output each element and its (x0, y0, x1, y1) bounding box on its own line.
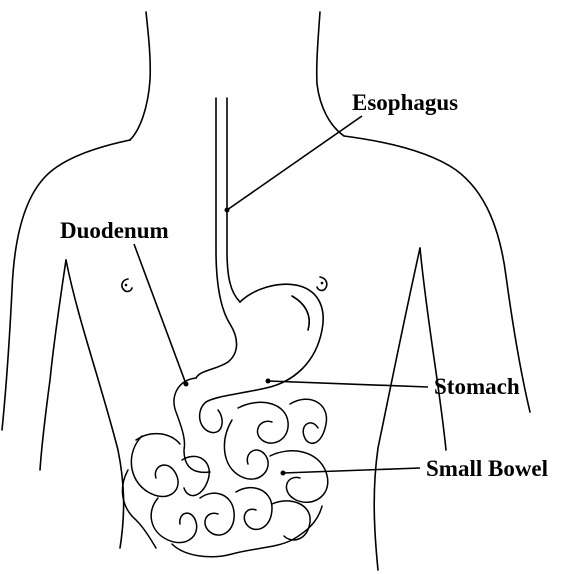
right-shoulder-arm (344, 136, 530, 412)
left-nipple-dot (125, 284, 128, 287)
neck-right-line (317, 12, 344, 136)
bowel-coil-4 (270, 451, 328, 502)
left-inner-arm (40, 260, 66, 470)
stomach-fold (292, 296, 309, 330)
duodenum-leader-line (134, 244, 186, 384)
small-bowel-leader-dot (281, 471, 286, 476)
small-bowel-label: Small Bowel (426, 456, 548, 481)
stomach-leader-dot (266, 379, 271, 384)
upper-gi-tract (174, 98, 323, 472)
bowel-coil-5 (131, 436, 178, 497)
stomach-outline (206, 284, 323, 402)
bowel-coil-2 (290, 399, 327, 443)
small-bowel (122, 399, 327, 557)
stomach-label: Stomach (434, 374, 520, 399)
bowel-coil-3 (224, 420, 268, 479)
duodenum-leader-dot (184, 382, 189, 387)
duodenum-label: Duodenum (60, 218, 169, 243)
right-nipple-dot (321, 282, 324, 285)
bowel-coil-11 (172, 506, 322, 557)
left-torso-side (66, 260, 124, 548)
left-shoulder-arm (2, 140, 130, 430)
esophagus-leader-dot (225, 208, 230, 213)
esophagus-leader-line (227, 116, 362, 210)
esophagus-label: Esophagus (352, 90, 458, 115)
bowel-coil-7 (151, 498, 197, 543)
neck-left-line (130, 12, 150, 140)
right-torso-side (374, 248, 420, 570)
esophagus-left-wall (196, 98, 237, 378)
esophagus-right-wall (227, 98, 240, 302)
right-inner-arm (420, 248, 446, 450)
bowel-coil-8 (200, 493, 234, 535)
bowel-coil-9 (236, 488, 272, 530)
bowel-coil-1 (238, 402, 288, 443)
duodenum-loop (174, 378, 222, 472)
stomach-leader-line (268, 381, 428, 387)
bowel-coil-10 (272, 501, 310, 540)
bowel-coil-12 (122, 434, 180, 548)
small-bowel-leader-line (283, 468, 420, 473)
